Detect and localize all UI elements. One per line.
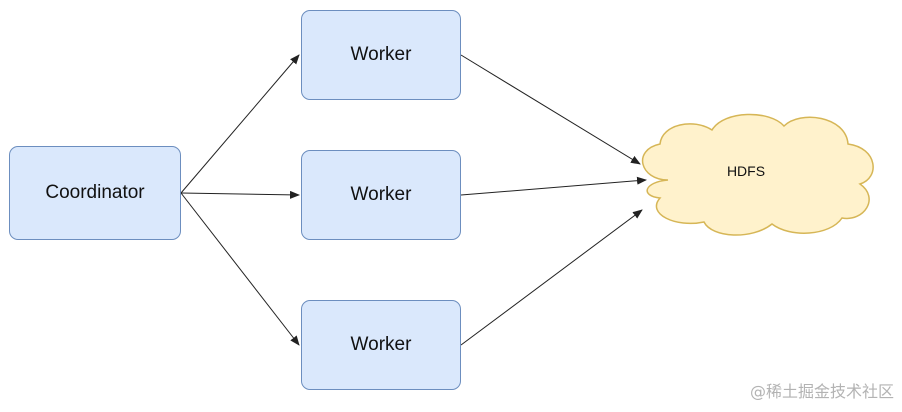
worker-3-label: Worker: [350, 334, 412, 355]
worker-2-label: Worker: [350, 184, 412, 205]
worker-1-label: Worker: [350, 44, 412, 65]
hdfs-label: HDFS: [726, 163, 766, 179]
watermark: @稀土掘金技术社区: [749, 382, 894, 401]
worker-node-3: Worker: [301, 300, 461, 390]
coordinator-node: Coordinator: [9, 146, 181, 240]
coordinator-label: Coordinator: [45, 182, 145, 203]
edge-coordinator-worker-1: [180, 54, 300, 194]
edge-worker-1-hdfs: [460, 54, 641, 165]
worker-node-2: Worker: [301, 150, 461, 240]
edge-worker-3-hdfs: [460, 209, 643, 346]
worker-node-1: Worker: [301, 10, 461, 100]
edge-coordinator-worker-2: [180, 190, 300, 199]
edge-coordinator-worker-3: [180, 192, 300, 346]
edge-worker-2-hdfs: [460, 176, 647, 196]
hdfs-cloud: [641, 113, 874, 236]
